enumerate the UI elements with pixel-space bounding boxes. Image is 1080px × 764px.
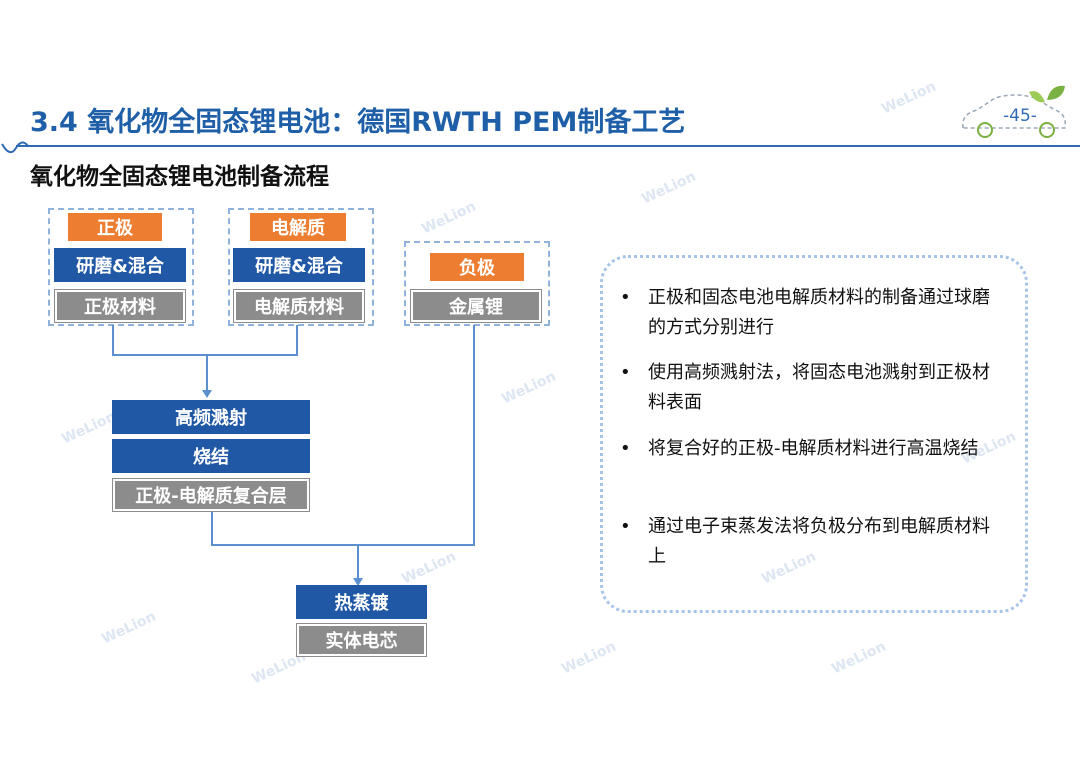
cathode-material: 正极材料 (54, 289, 186, 323)
bullet-text: 正极和固态电池电解质材料的制备通过球磨的方式分别进行 (648, 287, 990, 338)
section-title: 氧化物全固态锂电池制备流程 (30, 164, 329, 190)
anode-label: 负极 (430, 253, 524, 281)
cathode-label: 正极 (68, 213, 162, 241)
title-divider (16, 145, 1080, 147)
bullet-dot: • (620, 362, 631, 383)
electrolyte-label: 电解质 (250, 213, 346, 241)
anode-group (404, 241, 550, 326)
sinter-step: 烧结 (112, 439, 310, 473)
swoosh-icon (1, 141, 29, 154)
sputter-step: 高频溅射 (112, 400, 310, 434)
electrolyte-grind-step: 研磨&混合 (233, 248, 365, 282)
electrolyte-material: 电解质材料 (233, 289, 365, 323)
page-number: -45- (1003, 106, 1037, 126)
bullet-dot: • (620, 516, 631, 537)
car-leaf-icon (962, 85, 1067, 138)
bullet-dot: • (620, 287, 631, 308)
cathode-group (48, 208, 194, 326)
solid-cell: 实体电芯 (296, 623, 427, 657)
anode-material: 金属锂 (410, 289, 542, 323)
bullet-text: 使用高频溅射法，将固态电池溅射到正极材料表面 (648, 362, 990, 413)
bullet-dot: • (620, 438, 631, 459)
composite-layer: 正极-电解质复合层 (112, 478, 310, 512)
bullet-panel (600, 255, 1028, 613)
bullet-text: 将复合好的正极-电解质材料进行高温烧结 (648, 438, 979, 459)
electrolyte-group (228, 208, 374, 326)
page-title: 3.4 氧化物全固态锂电池：德国RWTH PEM制备工艺 (30, 107, 686, 138)
bullet-text: 通过电子束蒸发法将负极分布到电解质材料上 (648, 516, 990, 567)
evaporate-step: 热蒸镀 (296, 585, 427, 619)
cathode-grind-step: 研磨&混合 (54, 248, 186, 282)
